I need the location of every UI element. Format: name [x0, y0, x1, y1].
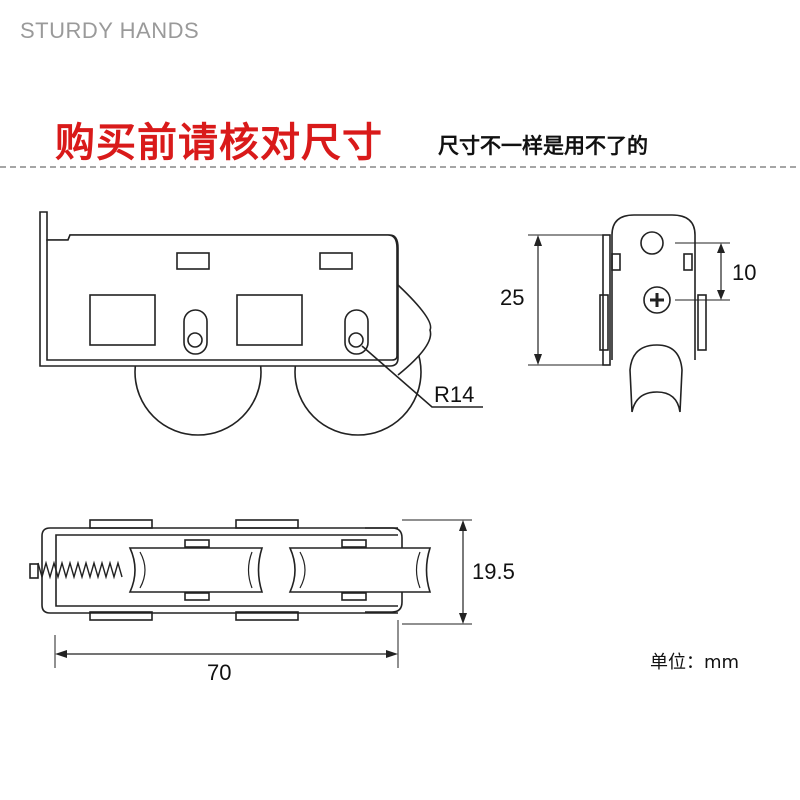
- window-right: [236, 294, 303, 346]
- screw-cross: [650, 293, 664, 307]
- dim-10-extensions: [675, 242, 730, 301]
- wheel-groove-left: [139, 551, 253, 589]
- dim-spacing-label: 10: [732, 260, 757, 285]
- side-clip-right: [683, 253, 693, 271]
- dim-width-label: 19.5: [472, 559, 515, 584]
- window-left: [89, 294, 156, 346]
- cap-top-left: [89, 519, 153, 529]
- axle-bottom-left: [184, 592, 210, 601]
- main-plate: [46, 234, 398, 361]
- spring-coil: [37, 560, 123, 580]
- radius-leader: [361, 345, 483, 408]
- side-clip-left: [611, 253, 621, 271]
- wheel-profile-left: [128, 547, 264, 593]
- side-outer-plate: [602, 234, 611, 366]
- outer-bracket: [41, 527, 398, 614]
- axle-bottom-right: [341, 592, 367, 601]
- axle-bolt-left: [187, 332, 203, 348]
- axle-bolt-right: [348, 332, 364, 348]
- adjust-slot-left: [183, 309, 208, 355]
- front-view: [39, 211, 483, 436]
- warning-title: 购买前请核对尺寸: [55, 120, 383, 166]
- cap-top-right: [235, 519, 299, 529]
- top-slot-right: [319, 252, 353, 270]
- dim-195-extensions: [402, 519, 472, 625]
- dim-length-label: 70: [207, 660, 232, 685]
- wheel-profile-right: [288, 547, 432, 593]
- side-wheel: [397, 284, 432, 376]
- axle-top-left: [184, 539, 210, 548]
- axle-top-right: [341, 539, 367, 548]
- brand-watermark: STURDY HANDS: [20, 18, 200, 43]
- side-hole: [640, 231, 664, 255]
- wheel-groove-right: [299, 551, 421, 589]
- dim-70-extensions: [54, 620, 399, 668]
- dim-195-arrows: [459, 520, 467, 624]
- warning-subtitle: 尺寸不一样是用不了的: [438, 134, 648, 158]
- dim-height-label: 25: [500, 285, 525, 310]
- top-view: [29, 519, 472, 668]
- top-slot-left: [176, 252, 210, 270]
- unit-label: 单位：mm: [650, 652, 740, 673]
- side-tab-right: [697, 294, 707, 351]
- screw-head-top: [29, 563, 39, 579]
- side-body: [611, 214, 696, 360]
- dim-25-extensions: [528, 234, 610, 366]
- screw-head: [643, 286, 671, 314]
- side-tab-left: [599, 294, 609, 351]
- side-wheel-bottom: [629, 344, 683, 413]
- side-view: [528, 214, 730, 413]
- cap-bottom-right: [235, 611, 299, 621]
- cap-bottom-left: [89, 611, 153, 621]
- adjust-slot-right: [344, 309, 369, 355]
- dim-radius-label: R14: [434, 382, 475, 407]
